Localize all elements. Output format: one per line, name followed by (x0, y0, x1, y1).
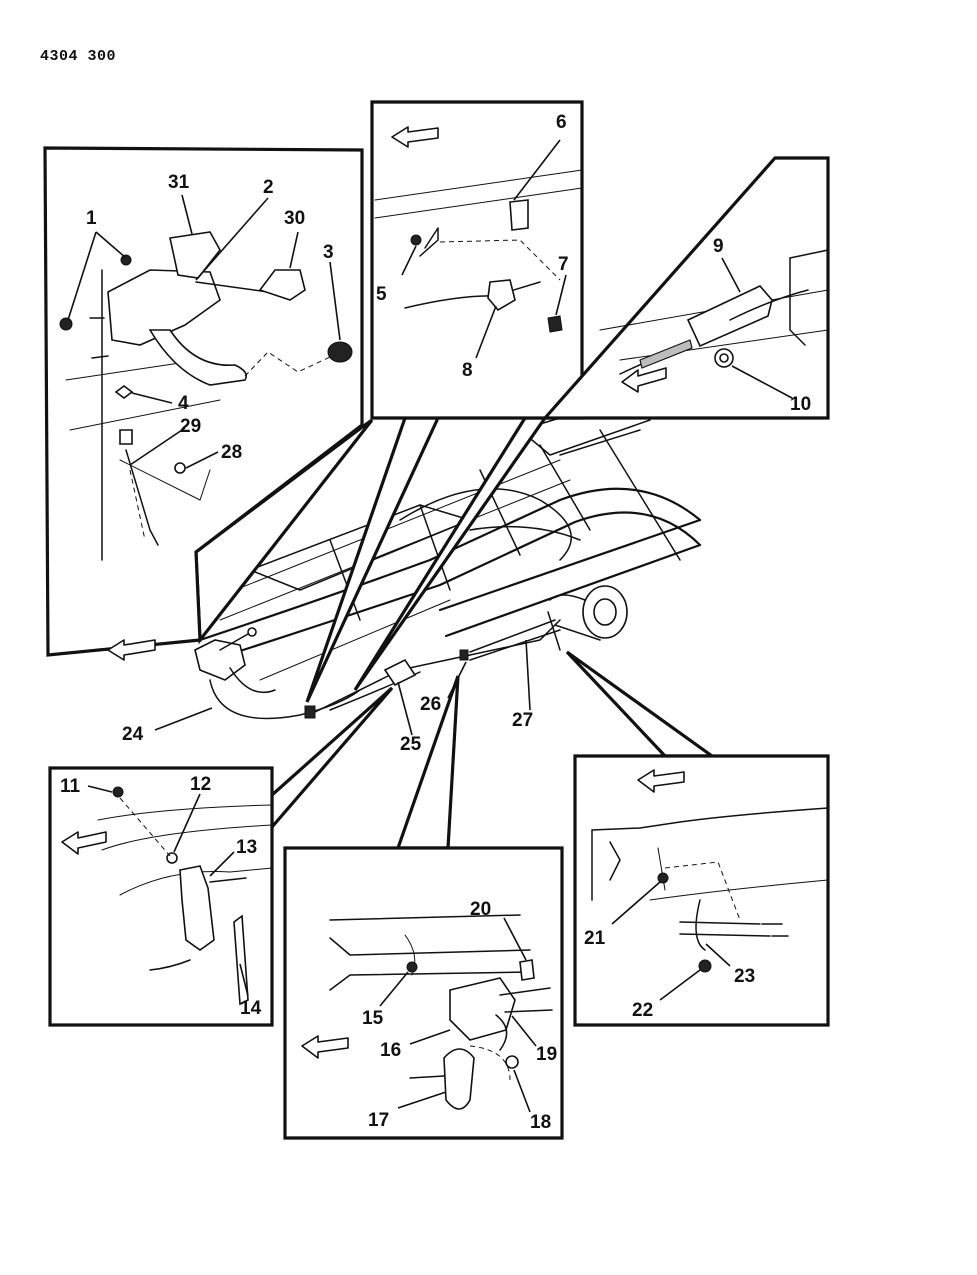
forward-arrow-icon (621, 367, 667, 393)
callout-14: 14 (240, 998, 262, 1019)
callout-12: 12 (190, 774, 211, 795)
callout-10: 10 (790, 394, 811, 415)
inset-pedal-assembly: 1 2 3 4 28 29 30 31 (43, 146, 364, 661)
callout-2: 2 (263, 177, 274, 198)
forward-arrow-icon (637, 769, 685, 793)
inset-rear-cable-clip: 21 23 22 (573, 754, 830, 1027)
callout-16: 16 (380, 1040, 401, 1061)
callout-4: 4 (178, 393, 189, 414)
callout-15: 15 (362, 1008, 384, 1029)
callout-25: 25 (400, 734, 422, 755)
callout-30: 30 (284, 208, 305, 229)
inset-rear-cable-bracket: 9 10 (541, 156, 830, 420)
callout-22: 22 (632, 1000, 653, 1021)
main-view-callouts: 24 25 26 27 (122, 639, 533, 755)
callout-6: 6 (556, 112, 567, 133)
callout-8: 8 (462, 360, 473, 381)
callout-1: 1 (86, 208, 97, 229)
vehicle-frame-illustration (194, 399, 702, 720)
callout-19: 19 (536, 1044, 557, 1065)
callout-20: 20 (470, 899, 491, 920)
inset-cable-lever: 11 12 13 14 (48, 766, 274, 1027)
callout-7: 7 (558, 254, 569, 275)
callout-26: 26 (420, 694, 441, 715)
callout-17: 17 (368, 1110, 389, 1131)
callout-23: 23 (734, 966, 755, 987)
callout-13: 13 (236, 837, 257, 858)
callout-9: 9 (713, 236, 724, 257)
callout-31: 31 (168, 172, 190, 193)
inset-equalizer: 20 15 16 19 17 18 (283, 846, 564, 1140)
callout-29: 29 (180, 416, 201, 437)
forward-arrow-icon (107, 639, 156, 661)
callout-28: 28 (221, 442, 242, 463)
callout-3: 3 (323, 242, 334, 263)
callout-18: 18 (530, 1112, 551, 1133)
callout-11: 11 (60, 776, 81, 797)
callout-21: 21 (584, 928, 606, 949)
callout-27: 27 (512, 710, 533, 731)
inset-cable-clip: 5 6 7 8 (370, 100, 584, 420)
callout-5: 5 (376, 284, 387, 305)
forward-arrow-icon (391, 126, 439, 148)
callout-24: 24 (122, 724, 144, 745)
forward-arrow-icon (301, 1035, 349, 1059)
forward-arrow-icon (61, 831, 107, 855)
figure-code: 4304 300 (40, 48, 117, 65)
callout-wedges (194, 416, 717, 850)
